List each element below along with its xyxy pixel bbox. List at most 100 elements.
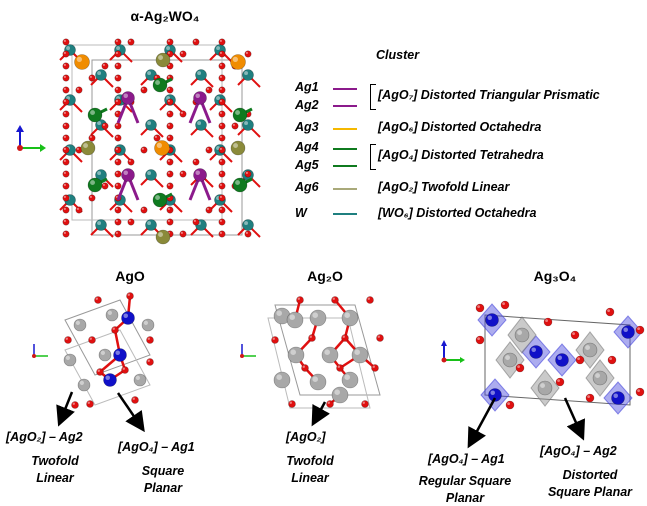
legend-name-ag6: Ag6 [295,180,319,194]
w-atom [95,219,107,231]
bond [100,224,114,238]
ago-right-label: [AgO₄] – Ag1 [118,440,195,454]
o-atom [114,62,122,70]
o-atom [75,86,83,94]
bond [100,174,114,188]
ago-title: AgO [115,268,145,284]
ag-atom [133,373,147,387]
ag1-atom [555,353,569,367]
bond [69,49,83,63]
bond [140,124,152,136]
ago4-polyhedron [480,378,510,412]
o-atom [271,336,279,344]
bond [200,74,214,88]
o-atom [62,218,70,226]
bond [329,394,341,405]
bond [159,99,171,111]
bond [239,107,253,117]
o-atom [376,334,384,342]
o-atom [205,86,213,94]
ag4-atom [232,177,248,193]
o-atom [244,230,252,238]
axis-icon-ag3o4 [441,340,465,363]
bond [190,124,202,136]
bracket-ag12 [370,84,376,110]
ag-atom [98,348,112,362]
bond [150,224,164,238]
bond [119,99,133,113]
w-atom [145,169,157,181]
o-atom [218,110,226,118]
legend-swatch-ag6 [333,188,357,190]
arrow-ag3o4-right [563,397,586,441]
bond [329,354,341,369]
w-atom [164,194,176,206]
bond [329,337,346,356]
ag6-atom [155,229,171,245]
o-atom [62,158,70,166]
bond [109,199,121,211]
o-atom [166,194,174,202]
bond [339,367,351,381]
o-atom [166,110,174,118]
bond [359,354,376,369]
ag2o-cell-back [267,317,371,409]
bond [169,149,183,163]
o-atom [140,86,148,94]
legend-desc-ag45: [AgO₄] Distorted Tetrahedra [378,148,544,162]
o-atom [101,122,109,130]
bond [109,49,121,61]
unit-cell-outline [91,59,243,236]
o-atom [114,194,122,202]
ag-atom [273,307,291,325]
o-atom [231,62,239,70]
bond [339,353,361,370]
ag6-atom [155,52,171,68]
legend-swatch-ag5 [333,165,357,167]
bond [219,99,233,113]
legend-name-ag4: Ag4 [295,140,319,154]
o-atom [86,400,94,408]
o-atom [101,62,109,70]
ag-atom [287,346,305,364]
o-atom [607,355,617,365]
bond [188,97,202,124]
bond [247,124,261,138]
o-atom [153,194,161,202]
bond [150,124,164,138]
ag-atom [351,346,369,364]
o-atom [218,170,226,178]
ag2-atom [514,327,530,343]
o-atom [244,170,252,178]
ago4-polyhedron-grey [575,331,605,369]
legend-name-ag1: Ag1 [295,80,319,94]
o-atom [114,206,122,214]
bond [209,49,221,61]
o-atom [166,74,174,82]
o-atom [114,170,122,178]
o-atom [153,74,161,82]
w-atom [164,144,176,156]
bond [200,224,214,238]
bond [237,124,249,136]
bond [293,299,302,321]
bond [150,74,164,88]
o-atom [111,326,119,334]
o-atom [62,62,70,70]
bond [219,149,233,163]
o-atom [62,38,70,46]
bond [344,337,361,356]
o-atom [88,336,96,344]
ago-cell [64,299,151,376]
bond [294,354,307,369]
ag3-atom [154,140,170,156]
ag1-atom [113,348,127,362]
bond [116,174,130,201]
bond [99,354,121,373]
o-atom [371,364,379,372]
bond [94,177,108,187]
o-atom [114,146,122,154]
legend-name-w: W [295,206,307,220]
o-atom [288,400,296,408]
o-atom [231,122,239,130]
